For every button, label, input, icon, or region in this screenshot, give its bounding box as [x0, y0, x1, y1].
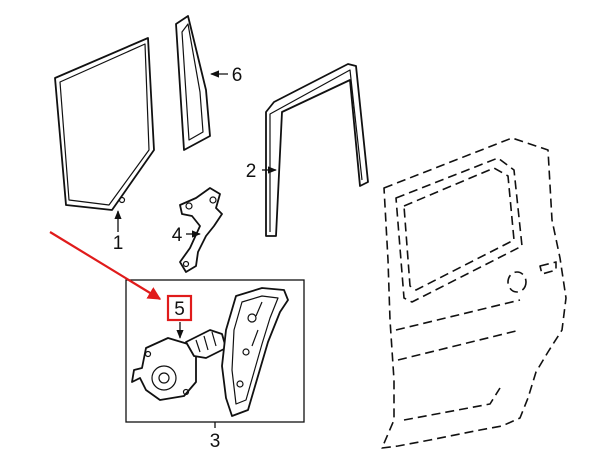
callout-3: 3: [210, 431, 221, 452]
callout-2: 2: [246, 161, 257, 182]
highlight-arrow: [49, 231, 162, 300]
weatherstrip: [265, 63, 369, 237]
callout-4: 4: [172, 225, 183, 246]
regulator-bracket: [179, 187, 223, 273]
door-glass: [54, 37, 155, 211]
callout-5: 5: [174, 299, 185, 320]
glass-run-channel: [175, 15, 211, 151]
window-regulator: [221, 287, 289, 417]
rear-door-outline: [381, 137, 567, 449]
callout-1: 1: [113, 233, 124, 254]
highlight-box: [166, 294, 193, 322]
window-motor: [131, 329, 227, 401]
callout-6: 6: [232, 65, 243, 86]
